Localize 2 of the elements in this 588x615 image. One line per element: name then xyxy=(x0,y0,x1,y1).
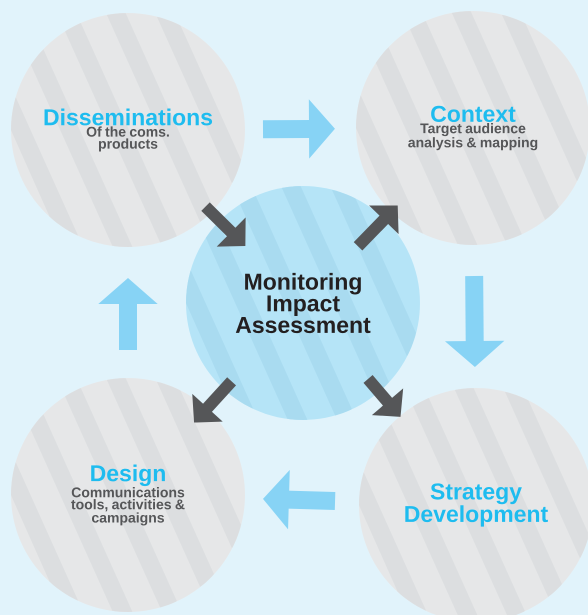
arrow xyxy=(363,375,404,417)
arrow xyxy=(201,202,246,247)
